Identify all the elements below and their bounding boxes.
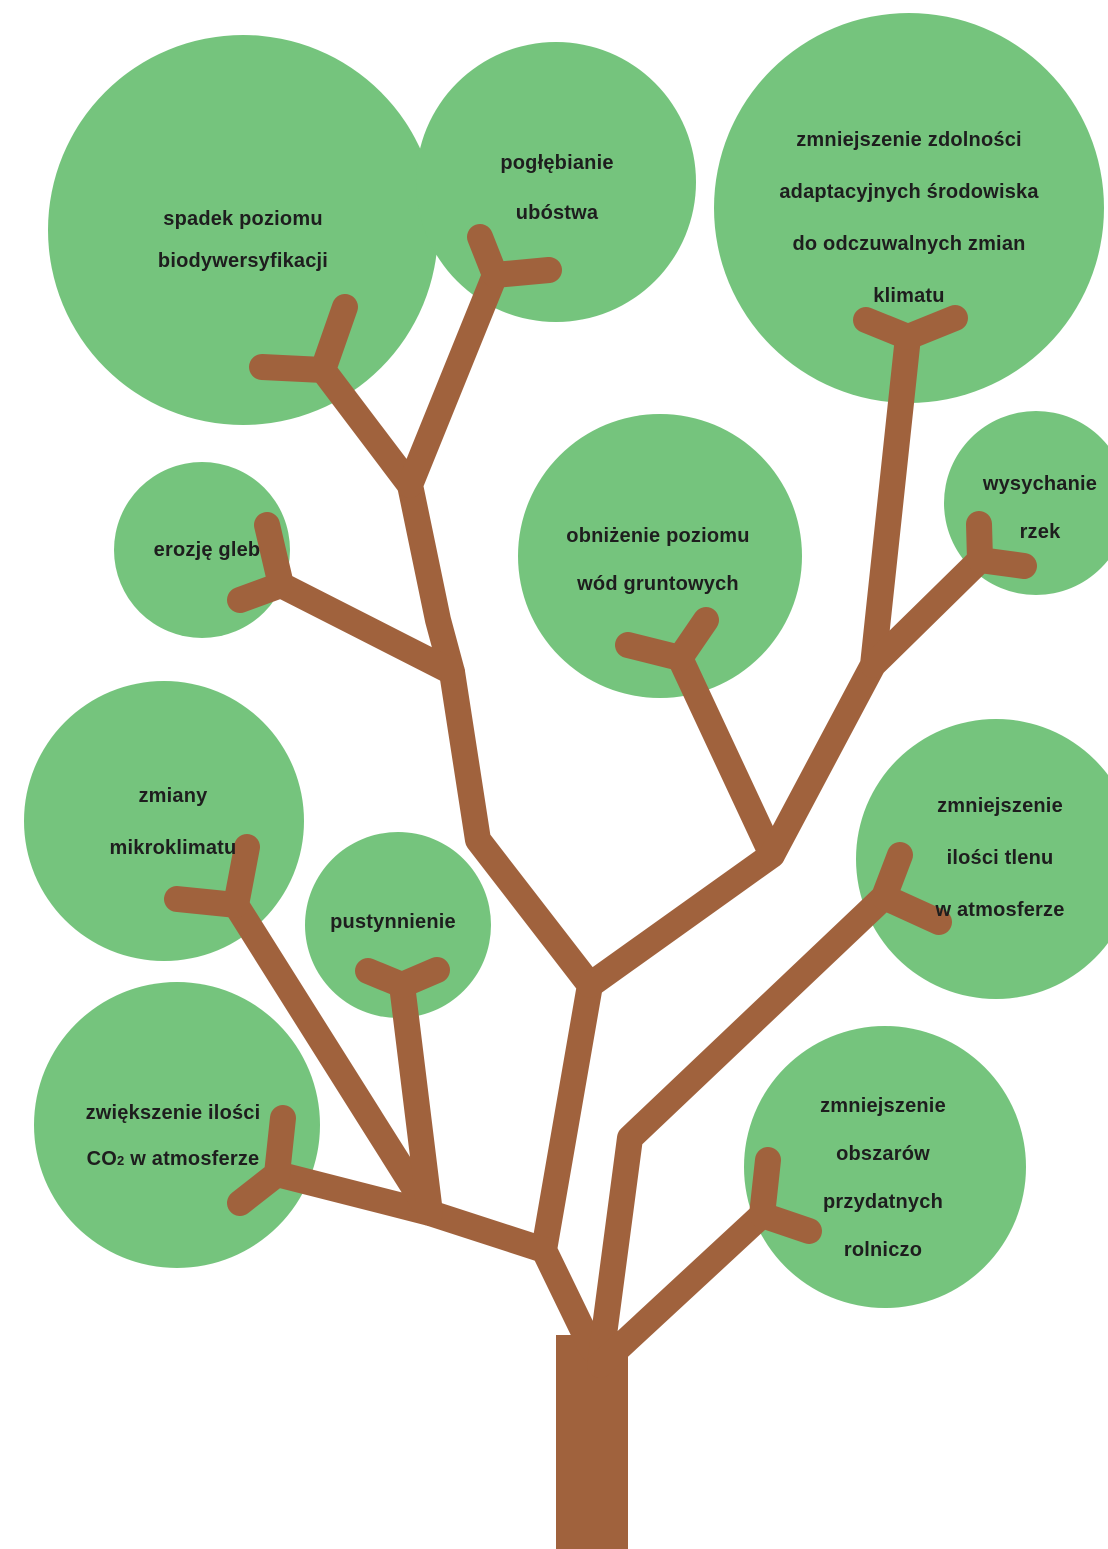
label-erozja-line1: erozję gleb <box>153 539 261 561</box>
leaf-wody-circle <box>518 414 802 698</box>
label-spadek-line2: biodywersyfikacji <box>157 250 329 272</box>
label-co2-line2: CO2 w atmosferze <box>63 1136 283 1184</box>
branch-right-low <box>587 884 897 1378</box>
twig-poglebianie <box>467 224 562 288</box>
label-rolnicze: zmniejszenie obszarów przydatnych rolnic… <box>783 1082 983 1274</box>
label-rolnicze-line1: zmniejszenie <box>820 1095 946 1117</box>
label-poglebianie-line1: pogłębianie <box>500 152 614 174</box>
twig-tlen <box>871 842 952 935</box>
label-tlen: zmniejszenie ilości tlenu w atmosferze <box>900 780 1100 936</box>
label-poglebianie: pogłębianie ubóstwa <box>472 138 642 238</box>
label-erozja: erozję gleb <box>132 530 282 570</box>
label-wody-line2: wód gruntowych <box>577 573 739 595</box>
label-co2: zwiększenie ilości CO2 w atmosferze <box>63 1090 283 1184</box>
label-wody: obniżenie poziomu wód gruntowych <box>548 512 768 608</box>
label-spadek: spadek poziomu biodywersyfikacji <box>143 198 343 282</box>
twig-rolnicze <box>749 1147 822 1244</box>
label-mikroklimat: zmiany mikroklimatu <box>93 770 253 874</box>
label-rolnicze-line4: rolniczo <box>843 1239 923 1261</box>
label-zdolnosci-line3: do odczuwalnych zmian <box>792 233 1026 255</box>
label-co2-rest: w atmosferze <box>124 1148 260 1170</box>
label-zdolnosci: zmniejszenie zdolności adaptacyjnych śro… <box>759 114 1059 322</box>
branch-pustynnienie <box>389 972 443 1226</box>
label-zdolnosci-line2: adaptacyjnych środowiska <box>779 181 1039 203</box>
branch-poglebianie <box>397 262 508 498</box>
label-rzeki: wysychanie rzek <box>970 460 1108 556</box>
label-co2-co: CO <box>86 1148 118 1170</box>
label-spadek-line1: spadek poziomu <box>163 208 323 230</box>
label-zdolnosci-line1: zmniejszenie zdolności <box>796 129 1022 151</box>
label-rzeki-line1: wysychanie <box>982 473 1098 495</box>
branch-mikroklimat <box>223 892 443 1226</box>
label-pustynnienie-line1: pustynnienie <box>330 911 456 933</box>
twig-erozja <box>227 512 294 613</box>
label-mikroklimat-line1: zmiany <box>138 785 208 807</box>
label-rolnicze-line2: obszarów <box>836 1143 930 1165</box>
label-wody-line1: obniżenie poziomu <box>566 525 750 547</box>
label-tlen-line1: zmniejszenie <box>937 795 1063 817</box>
twig-spadek <box>249 294 358 383</box>
leaf-tlen-circle <box>856 719 1108 999</box>
branch-center <box>577 645 785 998</box>
branch-erozja <box>268 572 465 685</box>
label-poglebianie-line2: ubóstwa <box>515 202 599 224</box>
label-rzeki-line2: rzek <box>1019 521 1061 543</box>
twigs <box>164 224 1037 1244</box>
label-co2-subscript: 2 <box>117 1153 125 1168</box>
branches <box>223 262 993 1378</box>
branch-rzeki <box>860 547 993 678</box>
leaf-zdolnosci-circle <box>714 13 1104 403</box>
label-rolnicze-line3: przydatnych <box>822 1191 943 1213</box>
branch-spadek <box>310 357 423 498</box>
label-zdolnosci-line4: klimatu <box>873 285 945 307</box>
twig-rzeki <box>966 511 1037 579</box>
label-tlen-line2: ilości tlenu <box>946 847 1054 869</box>
label-tlen-line3: w atmosferze <box>935 899 1065 921</box>
twig-co2 <box>227 1105 296 1216</box>
twig-zdolnosci <box>853 305 968 350</box>
twig-pustynnienie <box>355 957 450 998</box>
twig-mikroklimat <box>164 834 260 918</box>
label-co2-line1: zwiększenie ilości <box>85 1102 261 1124</box>
branch-rolnicze <box>587 1202 775 1378</box>
twig-wody <box>615 607 719 671</box>
label-pustynnienie: pustynnienie <box>313 902 473 942</box>
label-mikroklimat-line2: mikroklimatu <box>109 837 237 859</box>
